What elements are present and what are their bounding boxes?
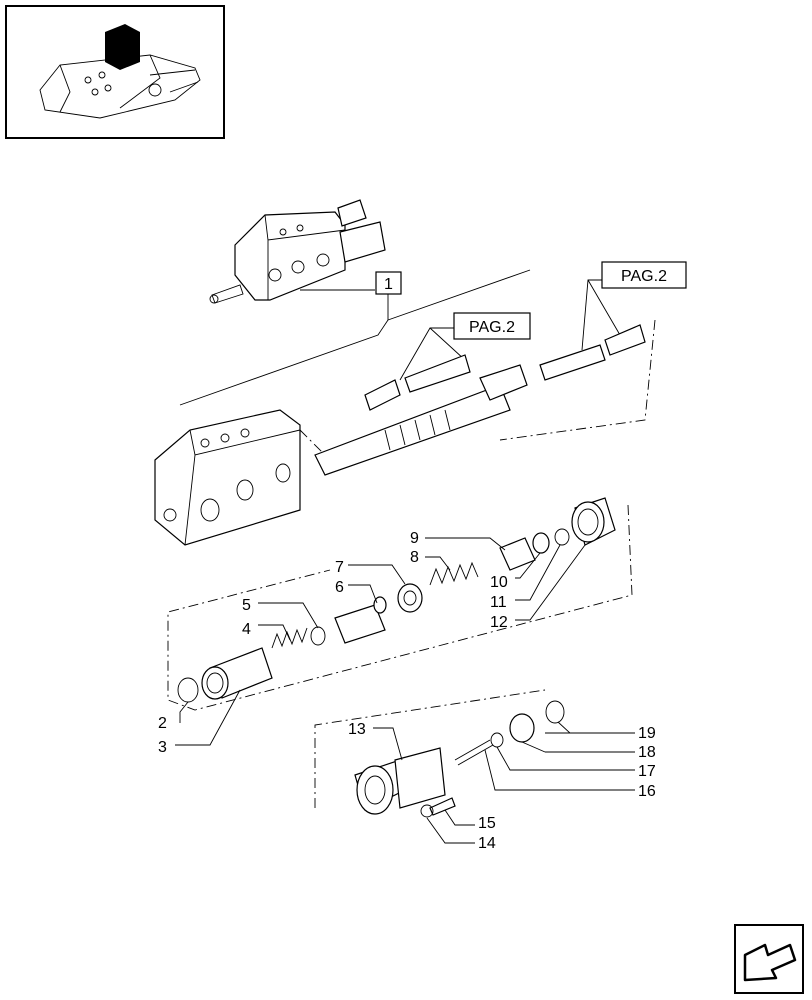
part-7-washer <box>397 583 423 613</box>
assembly-label: 1 <box>384 276 393 293</box>
callout-8: 8 <box>410 549 419 566</box>
part-19-clip <box>545 700 565 724</box>
page-reference-label: PAG.2 <box>469 319 515 336</box>
callout-17: 17 <box>638 763 656 780</box>
callout-16: 16 <box>638 783 656 800</box>
part-9-cap <box>499 537 536 571</box>
assembled-valve <box>209 199 386 304</box>
valve-body <box>154 409 301 546</box>
page-reference-box-upper[interactable]: PAG.2 <box>601 261 687 289</box>
spool <box>314 364 528 476</box>
part-14-washer <box>420 804 434 818</box>
callout-19: 19 <box>638 725 656 742</box>
callout-7: 7 <box>335 559 344 576</box>
page-reference-label: PAG.2 <box>621 268 667 285</box>
part-3-sleeve <box>201 647 273 700</box>
thumbnail-frame[interactable] <box>5 5 225 139</box>
part-15-bolt <box>429 797 456 816</box>
callout-3: 3 <box>158 739 167 756</box>
part-10-ring <box>532 532 550 554</box>
callout-18: 18 <box>638 744 656 761</box>
part-12-bushing <box>571 497 616 546</box>
callout-10: 10 <box>490 574 508 591</box>
part-6-piston <box>334 596 387 644</box>
callout-6: 6 <box>335 579 344 596</box>
callout-4: 4 <box>242 621 251 638</box>
callout-2: 2 <box>158 715 167 732</box>
part-16-screw <box>454 739 494 766</box>
page-reference-box-middle[interactable]: PAG.2 <box>453 312 531 340</box>
callout-13: 13 <box>348 721 366 738</box>
part-2-ring <box>177 677 199 703</box>
part-18-seal <box>509 713 535 743</box>
callout-5: 5 <box>242 597 251 614</box>
next-page-arrow-icon[interactable] <box>734 924 804 994</box>
part-8-spring <box>429 561 479 586</box>
fitting-left <box>364 354 471 411</box>
part-17-nut <box>490 732 504 748</box>
callout-14: 14 <box>478 835 496 852</box>
callout-11: 11 <box>490 594 507 611</box>
fitting-right <box>539 324 646 381</box>
callout-12: 12 <box>490 614 508 631</box>
assembly-label-box[interactable]: 1 <box>375 271 402 295</box>
part-11-ring <box>554 528 570 546</box>
callout-15: 15 <box>478 815 496 832</box>
part-5-ring <box>310 626 326 646</box>
part-13-housing <box>354 747 446 815</box>
callout-9: 9 <box>410 530 419 547</box>
tractor-hitch-thumbnail-icon <box>39 24 201 119</box>
